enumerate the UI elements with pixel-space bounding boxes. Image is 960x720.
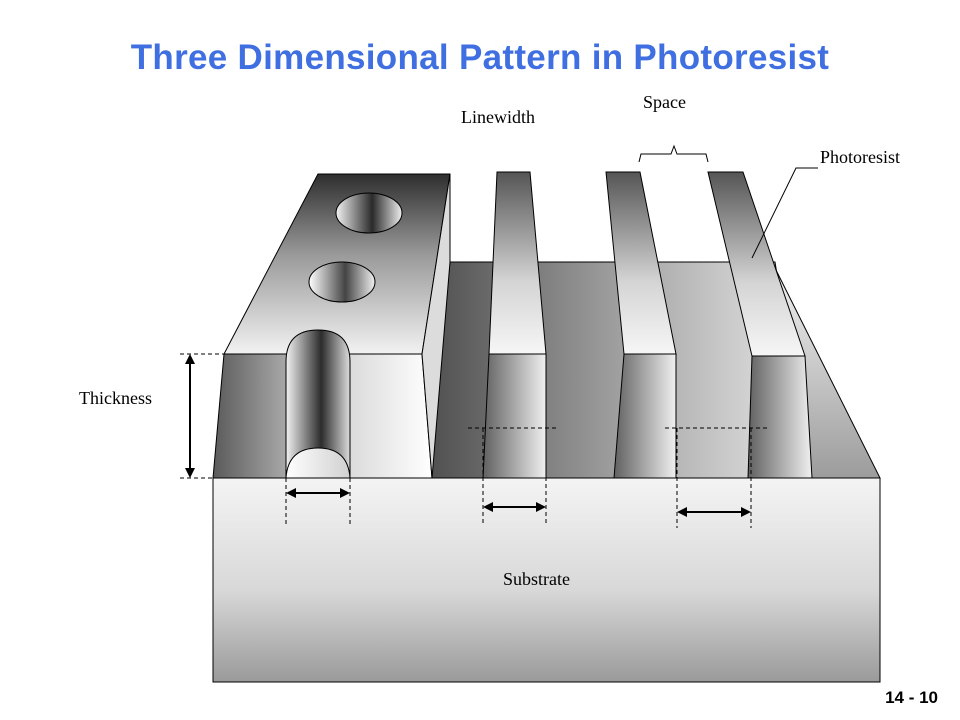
photoresist-line-3: [707, 171, 813, 479]
photoresist-line-1: [482, 171, 547, 479]
space-brace: [638, 144, 709, 163]
slide-title: Three Dimensional Pattern in Photoresist: [130, 38, 830, 77]
arrow-heads: [185, 354, 751, 517]
dimension-arrows: [189, 360, 745, 513]
dimension-guides: [180, 353, 768, 528]
contact-hole-top: [335, 192, 403, 234]
label-photoresist: Photoresist: [820, 147, 900, 167]
page-number: 14 - 10: [885, 688, 938, 707]
label-substrate: Substrate: [503, 569, 570, 589]
photoresist-leader: [751, 167, 818, 259]
photoresist-line-2: [605, 171, 677, 479]
label-linewidth: Linewidth: [461, 107, 535, 127]
trench-cut: [285, 329, 351, 479]
label-space: Space: [643, 92, 686, 112]
contact-hole-middle: [308, 261, 376, 303]
label-thickness: Thickness: [79, 388, 152, 408]
